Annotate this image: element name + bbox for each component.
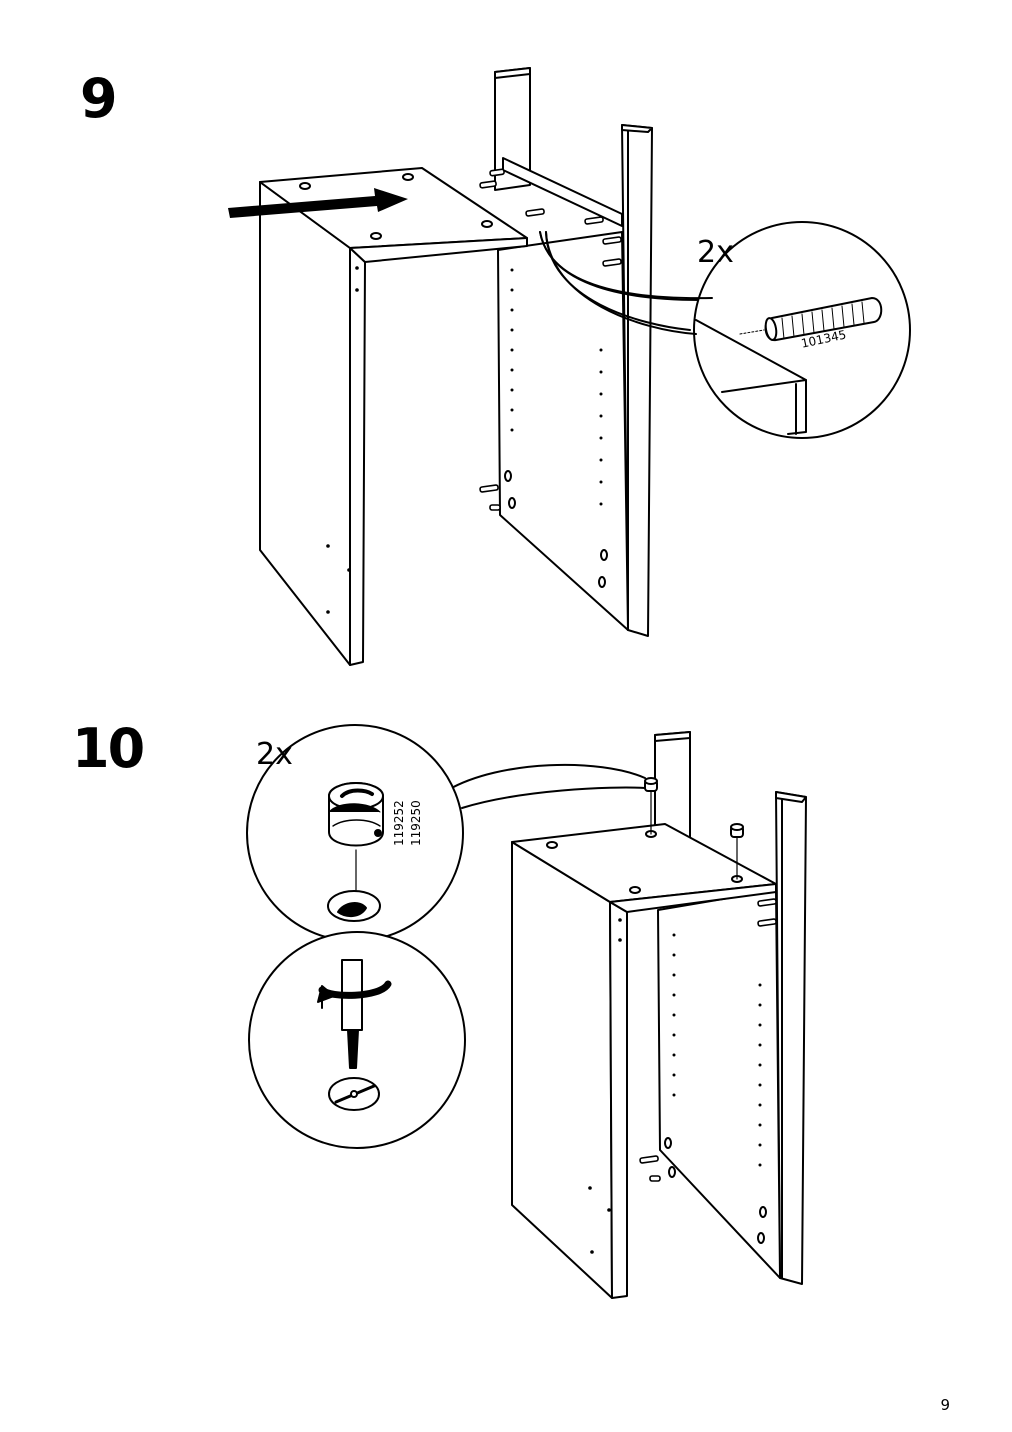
step10-carcass-holes [588, 918, 622, 1254]
part-number: 119252 [392, 800, 406, 846]
page-number: 9 [940, 1396, 950, 1414]
step9-dowels [479, 168, 622, 511]
step10-back-panel-holes [672, 933, 762, 1167]
step9-insert-arrow [228, 188, 408, 218]
cam-lock-icon [644, 777, 744, 880]
step-number: 10 [72, 717, 145, 780]
dowel-icon [739, 297, 883, 342]
step10-back-frame [654, 731, 807, 1285]
screwdriver-icon [317, 959, 392, 1111]
step10-dowels [639, 898, 777, 1182]
step10-back-panel-cam-holes [664, 1137, 767, 1244]
step9-back-panel-holes [510, 268, 603, 506]
step9-back-frame [494, 67, 653, 637]
step10-callout-leader [447, 763, 646, 809]
quantity-label: 2x [697, 235, 734, 270]
cam-lock-detail-icon [327, 782, 384, 922]
step9-detail-panel [695, 319, 807, 435]
step9-top-panel-holes [299, 173, 493, 240]
step9-callout-leader-join2 [545, 231, 697, 335]
step9-side-panel-holes [326, 266, 359, 614]
step9-back-panel-cam-holes [504, 470, 608, 588]
step-number: 9 [80, 67, 118, 130]
quantity-label: 2x [256, 737, 293, 772]
step9-side-panel [259, 167, 528, 666]
step10-carcass [511, 823, 777, 1299]
step9-callout-leader-join [539, 231, 713, 300]
part-number: 119250 [409, 800, 423, 846]
